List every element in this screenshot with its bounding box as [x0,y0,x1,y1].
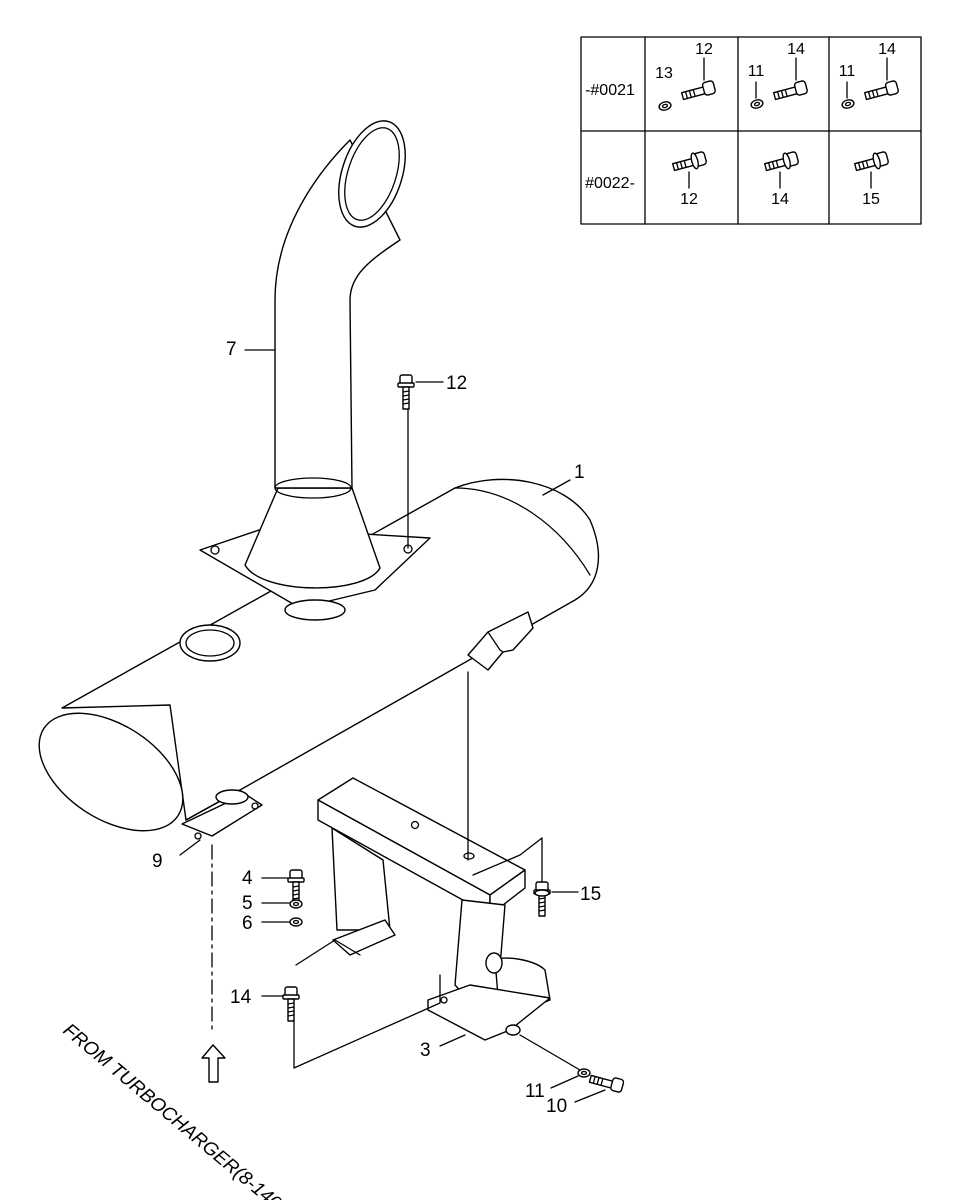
table-r1c2-bolt-label: 14 [787,41,805,58]
serial-range-late: #0022- [585,175,635,192]
support-bracket [317,777,551,1041]
callout-6: 6 [242,913,253,934]
table-r1c1-bolt-label: 12 [695,41,713,58]
fastener-bolt-12 [397,374,415,410]
table-r2c3-bolt-label: 15 [862,191,880,208]
fastener-bolt-4 [287,869,305,905]
table-r1c3-bolt-label: 14 [878,41,896,58]
callout-5: 5 [242,893,253,914]
callout-7: 7 [226,339,237,360]
leader-lines [179,349,606,1103]
fastener-bolt-15 [533,881,551,917]
exhaust-stack [199,120,431,621]
callout-9: 9 [152,851,163,872]
table-r2c1-bolt-label: 12 [680,191,698,208]
callout-4: 4 [242,868,253,889]
muffler-body [38,478,600,840]
serial-number-table: -#0021 #0022- 13 12 11 14 11 14 12 14 15 [580,36,922,225]
table-r2c2-bolt-label: 14 [771,191,789,208]
table-r1c2-washer-label: 11 [748,63,765,80]
callout-3: 3 [420,1040,431,1061]
callout-10: 10 [546,1096,567,1117]
callout-15: 15 [580,884,601,905]
fastener-washer-6 [289,917,303,927]
fastener-bolt-14 [282,986,300,1022]
table-r1c3-washer-label: 11 [839,63,856,80]
turbocharger-note: FROM TURBOCHARGER(8-140) [59,1020,290,1200]
callout-labels: 1 7 12 9 4 5 6 14 15 3 11 10 [152,339,601,1117]
callout-1: 1 [574,462,585,483]
callout-14: 14 [230,987,252,1008]
fastener-bolt-10 [588,1070,625,1094]
fastener-washer-5 [289,899,303,909]
callout-12: 12 [446,373,467,394]
serial-range-early: -#0021 [585,82,635,99]
callout-11: 11 [525,1081,545,1102]
flow-direction-arrow-icon [201,1044,226,1083]
table-r1c1-washer-label: 13 [655,65,673,82]
